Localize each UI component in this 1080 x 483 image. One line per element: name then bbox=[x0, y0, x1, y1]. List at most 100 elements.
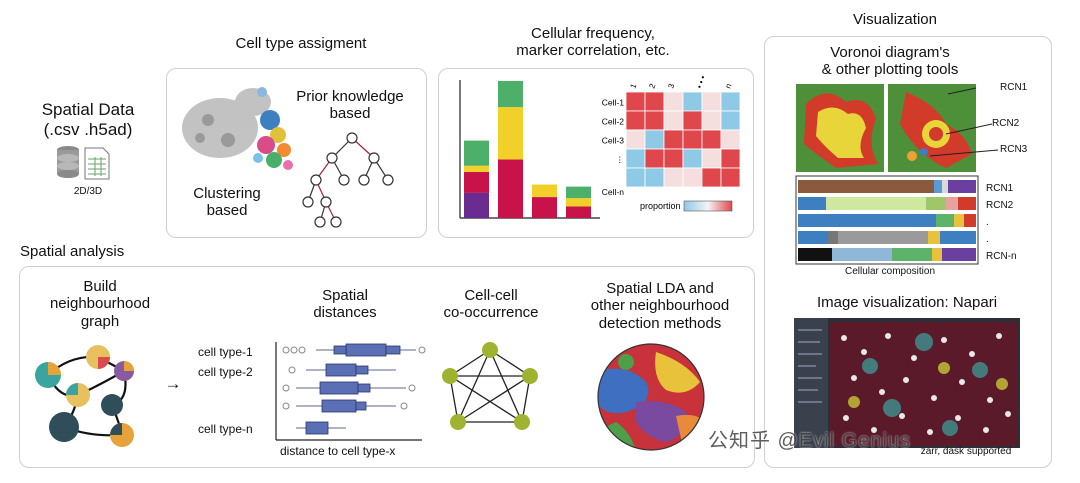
frequency-line2: marker correlation, etc. bbox=[516, 42, 670, 60]
cooccurrence-network bbox=[442, 342, 538, 430]
heat-cell bbox=[663, 129, 684, 150]
build-line2: neighbourhood bbox=[49, 295, 151, 313]
spatial-data-title: Spatial Data (.csv .h5ad) bbox=[28, 100, 148, 139]
heat-cell bbox=[720, 148, 741, 169]
napari-caption: zarr, dask supported bbox=[920, 446, 1012, 457]
composition-row-labels: RCN1 RCN2 . . RCN-n bbox=[986, 180, 1036, 265]
heat-cell bbox=[701, 167, 722, 188]
heat-cell bbox=[701, 91, 722, 112]
bar-segment-4-1 bbox=[566, 206, 591, 218]
cell-type-title: Cell type assigment bbox=[235, 35, 367, 52]
heat-cell bbox=[644, 129, 665, 150]
heat-row-label: Cell-2 bbox=[602, 117, 624, 127]
spatial-data-line2: (.csv .h5ad) bbox=[43, 119, 133, 139]
voronoi-line1: Voronoi diagram's bbox=[830, 44, 950, 61]
heatmap-legend-label: proportion bbox=[640, 201, 681, 211]
cell-type-1-label: cell type-1 bbox=[198, 345, 253, 359]
bar-segment-1-0 bbox=[464, 192, 489, 218]
distance-axis-label: distance to cell type-x bbox=[280, 444, 396, 458]
voronoi-title: Voronoi diagram's & other plotting tools bbox=[790, 44, 990, 79]
rcn3-label: RCN3 bbox=[1000, 144, 1028, 155]
heat-row-label: ⋮ bbox=[616, 155, 625, 165]
lda-line3: detection methods bbox=[598, 314, 722, 332]
heat-col-label: n bbox=[723, 82, 733, 89]
umap-scatter bbox=[182, 87, 293, 170]
lda-title: Spatial LDA and other neighbourhood dete… bbox=[572, 280, 748, 332]
heatmap-legend-bar bbox=[683, 200, 733, 212]
database-icon bbox=[57, 146, 110, 180]
lda-tissue-map bbox=[597, 343, 705, 451]
bar-segment-3-1 bbox=[532, 197, 557, 218]
heat-row-label: Cell-1 bbox=[602, 98, 624, 108]
cell-type-2-label: cell type-2 bbox=[198, 365, 253, 379]
heat-cell bbox=[644, 91, 665, 112]
stacked-bar-chart bbox=[459, 80, 600, 219]
heat-cell bbox=[625, 167, 646, 188]
voronoi-line2: & other plotting tools bbox=[821, 61, 959, 79]
arrow-icon: → bbox=[164, 374, 182, 393]
rcn2-label: RCN2 bbox=[992, 118, 1020, 129]
heat-cell bbox=[682, 91, 703, 112]
heat-cell bbox=[682, 148, 703, 169]
build-line1: Build bbox=[83, 278, 117, 295]
heat-cell bbox=[720, 129, 741, 150]
cell-type-n-label: cell type-n bbox=[198, 422, 253, 436]
heat-cell bbox=[625, 110, 646, 131]
bar-segment-1-2 bbox=[464, 165, 489, 172]
comp-label-1: RCN1 bbox=[986, 183, 1014, 194]
heat-cell bbox=[625, 148, 646, 169]
bar-segment-1-1 bbox=[464, 171, 489, 193]
heat-col-label: 3 bbox=[666, 82, 676, 90]
heat-cell bbox=[682, 129, 703, 150]
comp-label-3: . bbox=[986, 217, 989, 228]
heat-cell bbox=[682, 110, 703, 131]
build-line3: graph bbox=[80, 312, 120, 330]
visualization-title: Visualization bbox=[853, 11, 937, 28]
napari-screenshot bbox=[794, 318, 1020, 448]
voronoi-diagrams bbox=[796, 84, 976, 172]
comp-label-2: RCN2 bbox=[986, 200, 1014, 211]
heat-row-label: Cell-n bbox=[602, 187, 624, 197]
napari-title: Image visualization: Napari bbox=[816, 294, 998, 311]
prior-label: Prior knowledge based bbox=[280, 88, 420, 123]
prior-line1: Prior knowledge bbox=[296, 88, 404, 105]
cooccurrence-title: Cell-cell co-occurrence bbox=[426, 287, 556, 322]
prior-line2: based bbox=[329, 105, 371, 123]
heat-col-label: 2 bbox=[647, 82, 657, 90]
neighbourhood-graph bbox=[35, 345, 134, 447]
bar-segment-1-3 bbox=[464, 140, 489, 166]
bar-segment-4-3 bbox=[566, 186, 591, 199]
cooc-line2: co-occurrence bbox=[443, 304, 539, 322]
heat-cell bbox=[663, 167, 684, 188]
build-graph-title: Build neighbourhood graph bbox=[40, 278, 160, 330]
lda-line2: other neighbourhood bbox=[590, 297, 730, 315]
heat-cell bbox=[720, 167, 741, 188]
distances-line1: Spatial bbox=[322, 287, 368, 304]
composition-caption: Cellular composition bbox=[844, 266, 936, 277]
cellular-composition-bars bbox=[795, 175, 979, 265]
frequency-title: Cellular frequency, marker correlation, … bbox=[468, 25, 718, 60]
clustering-line1: Clustering bbox=[193, 185, 261, 202]
distances-title: Spatial distances bbox=[300, 287, 390, 322]
hierarchy-tree bbox=[302, 132, 394, 228]
heat-cell bbox=[663, 148, 684, 169]
heat-cell bbox=[644, 110, 665, 131]
bar-segment-2-3 bbox=[498, 80, 523, 108]
clustering-label: Clustering based bbox=[184, 185, 270, 220]
heat-cell bbox=[644, 148, 665, 169]
heat-cell bbox=[701, 129, 722, 150]
heat-cell bbox=[701, 110, 722, 131]
heat-row-label: Cell-3 bbox=[602, 136, 624, 146]
cooc-line1: Cell-cell bbox=[464, 287, 518, 304]
bar-segment-2-1 bbox=[498, 159, 523, 218]
clustering-line2: based bbox=[206, 202, 248, 220]
comp-label-5: RCN-n bbox=[986, 251, 1017, 262]
rcn-pointer-lines bbox=[929, 87, 999, 157]
spatial-analysis-title: Spatial analysis bbox=[20, 243, 125, 260]
heat-cell bbox=[720, 110, 741, 131]
heat-cell bbox=[625, 91, 646, 112]
spatial-data-line1: Spatial Data bbox=[41, 100, 135, 119]
heat-col-label: • • • bbox=[695, 74, 708, 89]
heat-cell bbox=[663, 110, 684, 131]
heat-cell bbox=[701, 148, 722, 169]
